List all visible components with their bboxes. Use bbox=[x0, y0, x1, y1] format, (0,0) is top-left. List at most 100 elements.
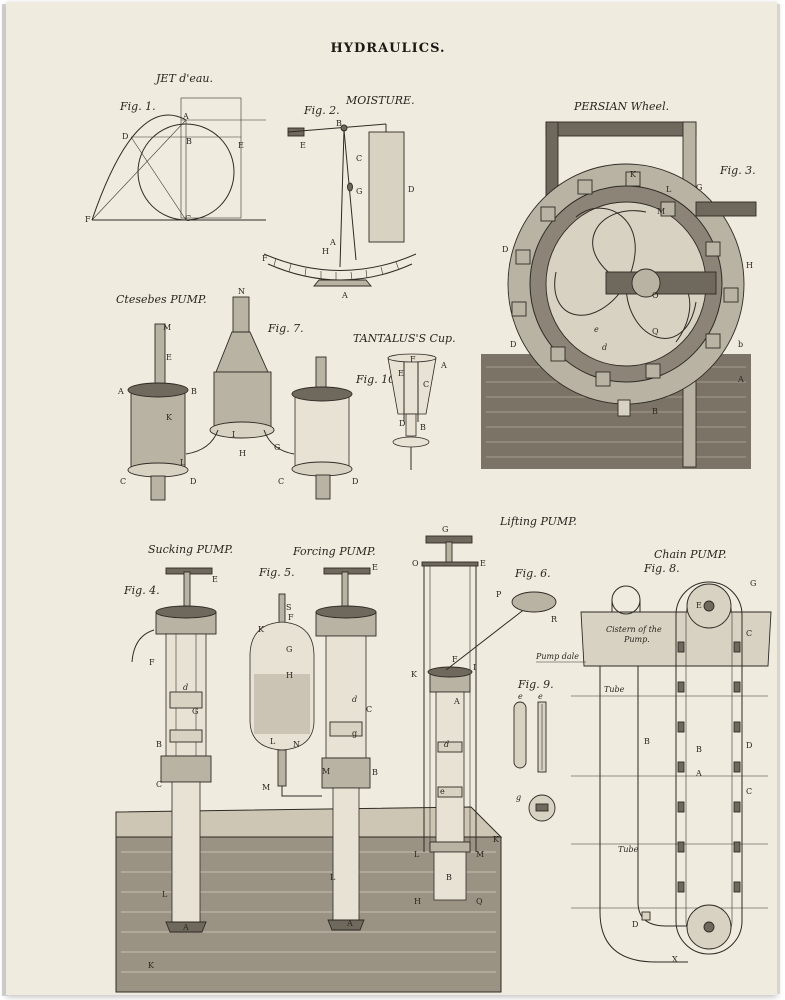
svg-text:H: H bbox=[414, 897, 421, 906]
svg-text:D: D bbox=[190, 477, 196, 486]
svg-text:A: A bbox=[737, 375, 744, 384]
svg-text:M: M bbox=[262, 783, 270, 792]
svg-text:C: C bbox=[278, 477, 284, 486]
svg-text:e: e bbox=[594, 325, 599, 334]
svg-text:O: O bbox=[652, 291, 659, 300]
label-fig3: Fig. 3. bbox=[719, 164, 756, 177]
fig7-ctesebes-pump: Ctesebes PUMP. Fig. 7. M E A B K L C D N… bbox=[116, 287, 358, 501]
svg-text:E: E bbox=[696, 601, 702, 610]
fig5-forcing-pump: Forcing PUMP. Fig. 5. S F K G H L N M E … bbox=[249, 545, 378, 931]
svg-text:B: B bbox=[191, 387, 197, 396]
svg-text:E: E bbox=[372, 563, 378, 572]
svg-text:Q: Q bbox=[476, 897, 483, 906]
svg-text:E: E bbox=[166, 353, 172, 362]
caption-moisture: MOISTURE. bbox=[345, 94, 415, 107]
label-cistern-line1: Cistern of the bbox=[606, 625, 662, 634]
svg-text:N: N bbox=[238, 287, 245, 296]
canvas-left-shadow bbox=[2, 4, 8, 996]
svg-text:G: G bbox=[192, 707, 198, 716]
svg-text:D: D bbox=[502, 245, 508, 254]
svg-text:M: M bbox=[163, 323, 171, 332]
svg-text:H: H bbox=[286, 671, 293, 680]
svg-text:R: R bbox=[551, 615, 558, 624]
svg-text:C: C bbox=[356, 154, 362, 163]
svg-text:H: H bbox=[322, 247, 329, 256]
label-fig4: Fig. 4. bbox=[123, 584, 160, 597]
svg-text:K: K bbox=[411, 670, 418, 679]
svg-text:F: F bbox=[85, 215, 91, 224]
svg-text:M: M bbox=[322, 767, 330, 776]
svg-text:C: C bbox=[423, 380, 429, 389]
svg-text:F: F bbox=[262, 254, 268, 263]
svg-text:B: B bbox=[696, 745, 702, 754]
fig4-sucking-pump: Sucking PUMP. Fig. 4. E F d G B C L A bbox=[123, 543, 233, 933]
caption-tantalus-cup: TANTALUS'S Cup. bbox=[353, 332, 456, 345]
svg-text:P: P bbox=[496, 590, 502, 599]
canvas-print: HYDRAULICS. JET d'eau. Fig. 1. A B D E C… bbox=[6, 2, 777, 995]
svg-text:L: L bbox=[180, 458, 186, 467]
svg-text:G: G bbox=[750, 579, 756, 588]
svg-text:K: K bbox=[493, 835, 500, 844]
plate-title: HYDRAULICS. bbox=[330, 41, 445, 56]
svg-text:C: C bbox=[746, 629, 752, 638]
svg-text:B: B bbox=[644, 737, 650, 746]
svg-text:K: K bbox=[166, 413, 173, 422]
svg-text:I: I bbox=[473, 663, 476, 672]
svg-text:H: H bbox=[239, 449, 246, 458]
fig3-persian-wheel: PERSIAN Wheel. Fig. 3. bbox=[481, 100, 757, 469]
svg-text:M: M bbox=[476, 850, 484, 859]
caption-persian-wheel: PERSIAN Wheel. bbox=[573, 100, 669, 113]
svg-text:F: F bbox=[452, 655, 458, 664]
svg-text:A: A bbox=[182, 923, 189, 932]
svg-text:B: B bbox=[156, 740, 162, 749]
svg-text:A: A bbox=[453, 697, 460, 706]
svg-text:A: A bbox=[341, 291, 348, 300]
svg-text:F: F bbox=[288, 613, 294, 622]
svg-text:L: L bbox=[330, 873, 336, 882]
svg-text:X: X bbox=[672, 955, 678, 964]
svg-text:e: e bbox=[538, 692, 543, 701]
svg-text:K: K bbox=[148, 961, 155, 970]
svg-text:e: e bbox=[440, 787, 445, 796]
svg-text:O: O bbox=[412, 559, 419, 568]
label-fig8: Fig. 8. bbox=[643, 562, 680, 575]
svg-text:K: K bbox=[630, 170, 637, 179]
svg-text:g: g bbox=[352, 729, 357, 738]
svg-text:F: F bbox=[149, 658, 155, 667]
svg-text:B: B bbox=[186, 137, 192, 146]
fig8-chain-pump: Chain PUMP. Fig. 8. Cistern of the Pump.… bbox=[535, 548, 772, 964]
label-fig5: Fig. 5. bbox=[258, 566, 295, 579]
svg-text:d: d bbox=[352, 695, 357, 704]
svg-text:D: D bbox=[408, 185, 414, 194]
svg-text:d: d bbox=[444, 740, 449, 749]
svg-text:A: A bbox=[346, 919, 353, 928]
svg-text:G: G bbox=[442, 525, 448, 534]
fig10-tantalus-cup: TANTALUS'S Cup. Fig. 10. E F A C D B bbox=[353, 332, 456, 470]
svg-text:C: C bbox=[746, 787, 752, 796]
svg-text:A: A bbox=[117, 387, 124, 396]
canvas-right-edge bbox=[777, 4, 780, 994]
engraving-plate: HYDRAULICS. JET d'eau. Fig. 1. A B D E C… bbox=[85, 41, 772, 993]
svg-text:d: d bbox=[183, 683, 188, 692]
svg-text:g: g bbox=[516, 793, 521, 802]
svg-text:Q: Q bbox=[652, 327, 659, 336]
fig2-moisture-balance: MOISTURE. Fig. 2. B E C G D H A F A bbox=[262, 94, 417, 300]
svg-text:C: C bbox=[366, 705, 372, 714]
svg-text:K: K bbox=[258, 625, 265, 634]
svg-text:L: L bbox=[666, 185, 672, 194]
svg-text:E: E bbox=[212, 575, 218, 584]
svg-text:A: A bbox=[182, 112, 189, 121]
caption-sucking-pump: Sucking PUMP. bbox=[148, 543, 233, 556]
svg-text:A: A bbox=[695, 769, 702, 778]
svg-text:B: B bbox=[652, 407, 658, 416]
svg-text:E: E bbox=[238, 141, 244, 150]
svg-text:D: D bbox=[632, 920, 638, 929]
svg-text:L: L bbox=[162, 890, 168, 899]
fig-lifting-pump: Lifting PUMP. G O E K F I A d e L M H Q … bbox=[411, 515, 577, 906]
fig9-valve-parts: Fig. 9. e e g bbox=[513, 678, 556, 822]
svg-text:d: d bbox=[602, 343, 607, 352]
svg-text:E: E bbox=[398, 369, 404, 378]
water-cistern: K K bbox=[115, 806, 503, 993]
svg-text:D: D bbox=[399, 419, 405, 428]
caption-forcing-pump: Forcing PUMP. bbox=[292, 545, 376, 558]
